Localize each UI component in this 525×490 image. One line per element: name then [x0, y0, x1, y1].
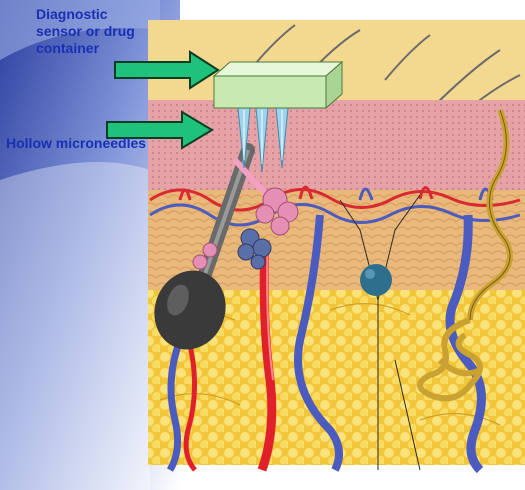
nerve-ending [360, 264, 392, 296]
label-sensor-container: Diagnostic sensor or drug container [36, 6, 151, 57]
epidermis-layer [148, 100, 525, 190]
label-hollow-microneedles: Hollow microneedles [6, 135, 151, 152]
sensor-container-box [214, 62, 342, 108]
